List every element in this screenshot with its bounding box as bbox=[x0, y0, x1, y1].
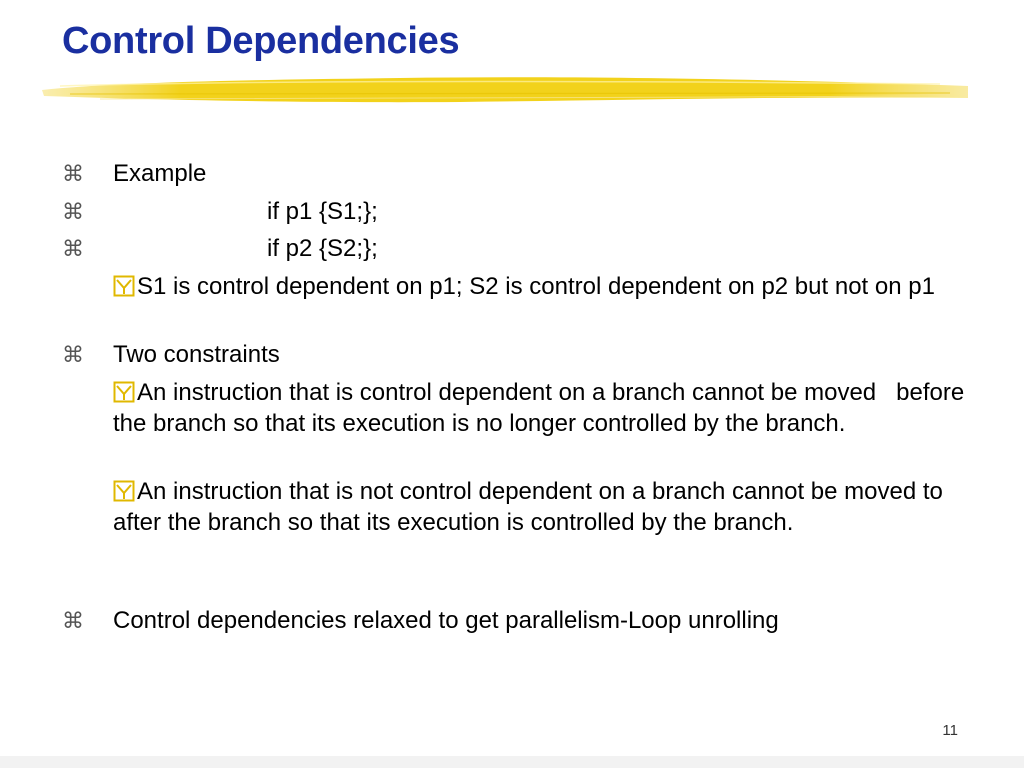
command-key-icon: ⌘ bbox=[62, 608, 84, 633]
bullet-text: Two constraints bbox=[113, 341, 280, 368]
sub-bullet-constraint-1: An instruction that is control dependent… bbox=[113, 377, 973, 439]
sub-bullet-text: S1 is control dependent on p1; S2 is con… bbox=[137, 273, 935, 300]
sub-bullet-control-dependence: S1 is control dependent on p1; S2 is con… bbox=[113, 271, 973, 302]
sub-bullet-constraint-2: An instruction that is not control depen… bbox=[113, 476, 973, 538]
command-key-icon: ⌘ bbox=[62, 342, 84, 367]
slide-title: Control Dependencies bbox=[62, 20, 460, 62]
page-number: 11 bbox=[942, 722, 958, 739]
bullet-text: Control dependencies relaxed to get para… bbox=[113, 607, 779, 634]
checkbox-check-icon bbox=[113, 480, 135, 502]
sub-bullet-text: An instruction that is not control depen… bbox=[113, 478, 943, 536]
sub-bullet-text: An instruction that is control dependent… bbox=[113, 379, 971, 437]
bullet-text: Example bbox=[113, 160, 207, 187]
checkbox-check-icon bbox=[113, 275, 135, 297]
command-key-icon: ⌘ bbox=[62, 199, 84, 224]
bullet-text: if p1 {S1;}; bbox=[267, 198, 378, 225]
bullet-text: if p2 {S2;}; bbox=[267, 235, 378, 262]
title-underline-brush bbox=[42, 77, 968, 103]
bottom-divider bbox=[0, 756, 1024, 768]
command-key-icon: ⌘ bbox=[62, 161, 84, 186]
checkbox-check-icon bbox=[113, 381, 135, 403]
command-key-icon: ⌘ bbox=[62, 236, 84, 261]
